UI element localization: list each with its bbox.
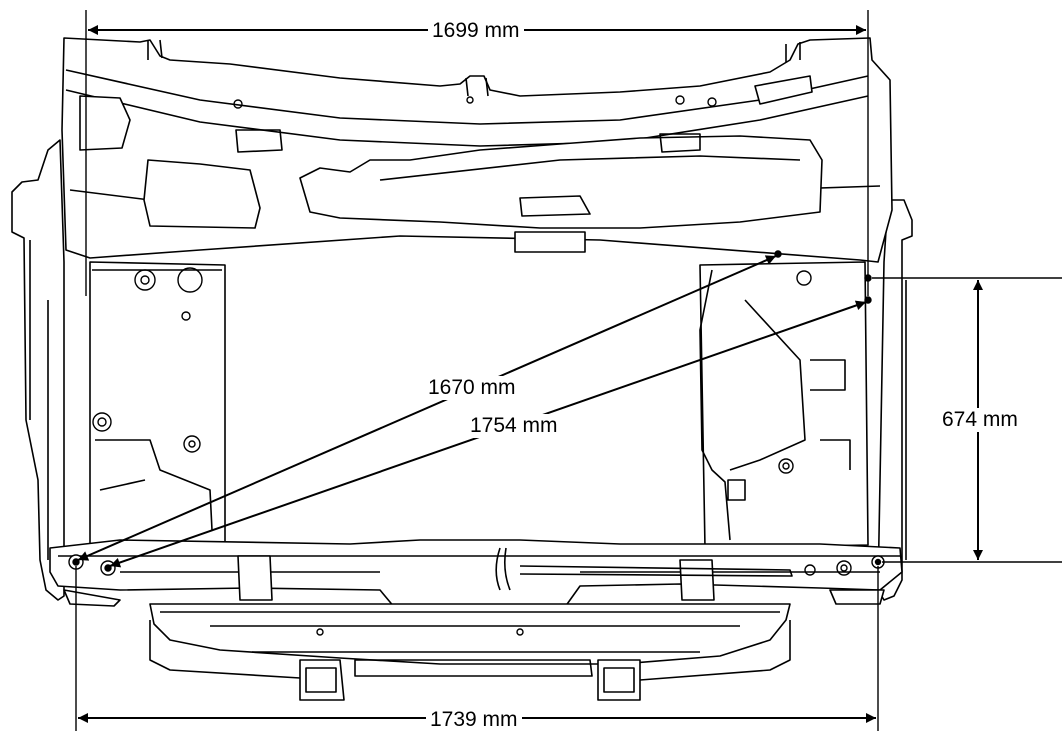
dimension-label-diagonal-1: 1670 mm [424,376,520,400]
dimension-label-height: 674 mm [938,408,1022,432]
dimension-label-top-width: 1699 mm [428,19,524,43]
dimension-label-bottom-width: 1739 mm [426,708,522,732]
vehicle-body-outline [11,37,913,701]
dimension-label-diagonal-2: 1754 mm [466,414,562,438]
